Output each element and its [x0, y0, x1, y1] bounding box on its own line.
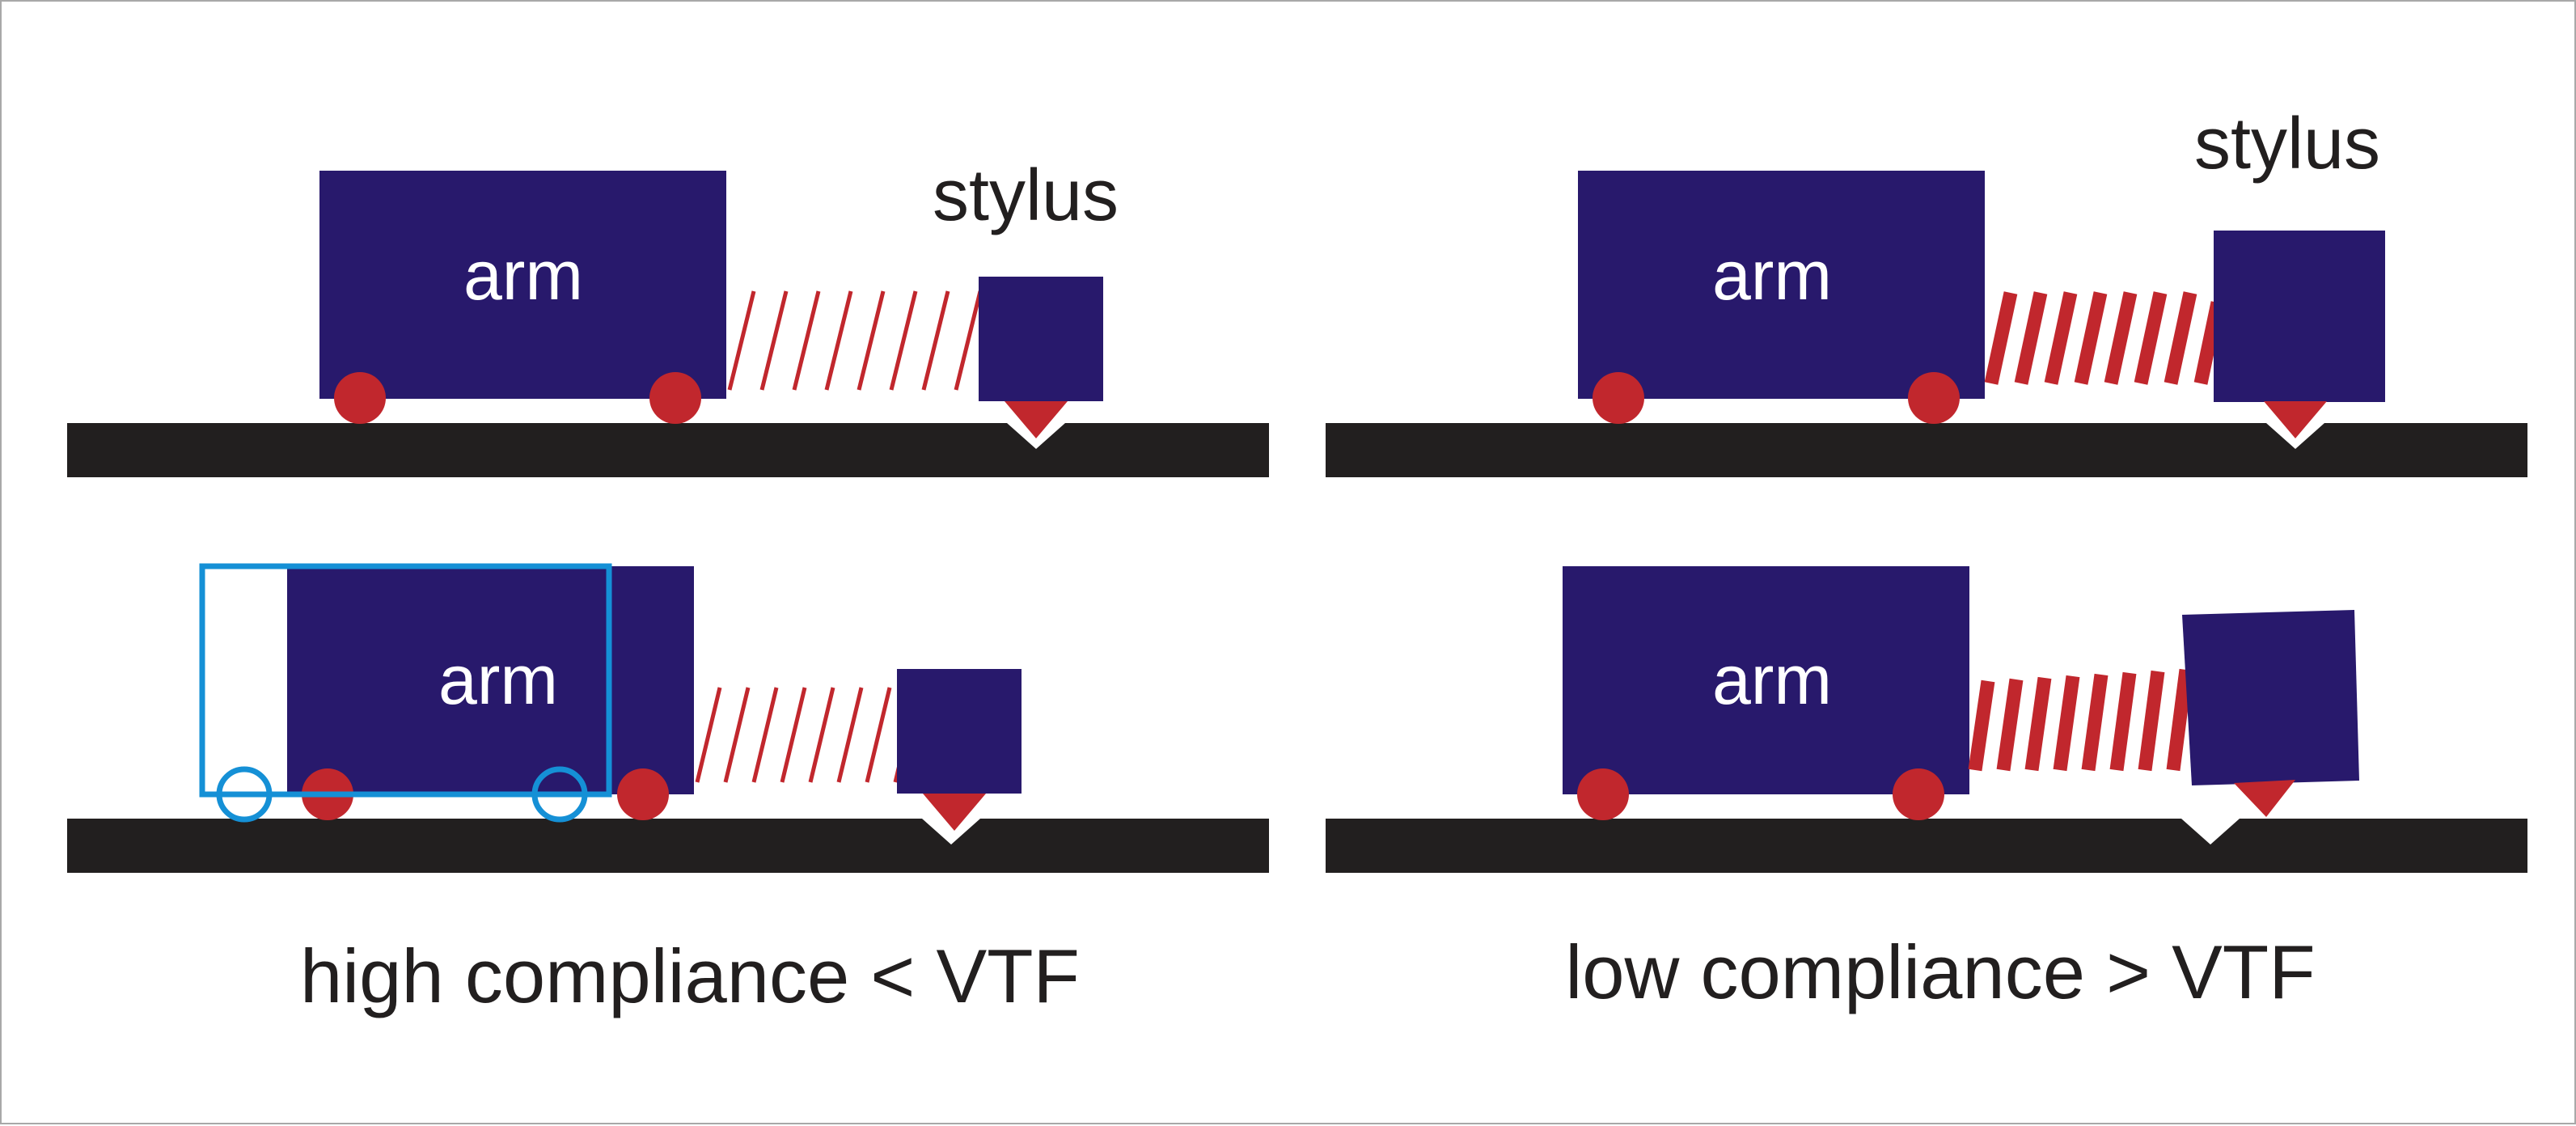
stylus-label: stylus [933, 155, 1119, 236]
caption-low-compliance: low compliance > VTF [1565, 929, 2315, 1014]
stylus-tip [1005, 401, 1068, 438]
wheel [1593, 372, 1644, 424]
wheel [1577, 768, 1629, 820]
spring-high-compliance [727, 290, 983, 391]
stylus-label: stylus [2194, 104, 2380, 184]
arm-label: arm [1712, 641, 1832, 719]
wheel-rest-position-outline [216, 766, 273, 823]
panel-top-right: arm stylus [1326, 104, 2527, 477]
arm-label: arm [438, 641, 558, 719]
arm-label: arm [463, 237, 583, 315]
caption-high-compliance: high compliance < VTF [300, 933, 1080, 1018]
stylus-tip [2264, 401, 2327, 438]
wheel [334, 372, 386, 424]
stylus-block [897, 669, 1022, 794]
arm-block [1563, 566, 1969, 794]
spring-high-compliance [695, 687, 914, 783]
ground-bar [67, 423, 1269, 477]
spring-low-compliance [1968, 668, 2193, 772]
panel-top-left: arm stylus [67, 155, 1269, 477]
wheel-rest-position-outline [531, 766, 588, 823]
ground-notch [922, 819, 980, 844]
arm-rest-position-outline [199, 563, 612, 798]
wheel [1893, 768, 1944, 820]
panel-bottom-left: arm [67, 563, 1269, 873]
ground-bar [1326, 819, 2527, 873]
arm-label: arm [1712, 237, 1832, 315]
wheel [617, 768, 669, 820]
stylus-block [979, 277, 1103, 401]
ground-bar [1326, 423, 2527, 477]
arm-block [319, 171, 726, 399]
stylus-tip [2234, 780, 2295, 817]
arm-block [287, 566, 694, 794]
arm-block [1578, 171, 1985, 399]
stylus-block [2214, 231, 2385, 402]
panel-bottom-right: arm [1326, 566, 2527, 873]
wheel [1908, 372, 1960, 424]
ground-notch [2181, 819, 2240, 844]
stylus-tip [923, 794, 986, 831]
ground-bar [67, 819, 1269, 873]
stylus-block-tilted [2182, 610, 2359, 785]
wheel [649, 372, 701, 424]
spring-low-compliance [1984, 291, 2225, 385]
